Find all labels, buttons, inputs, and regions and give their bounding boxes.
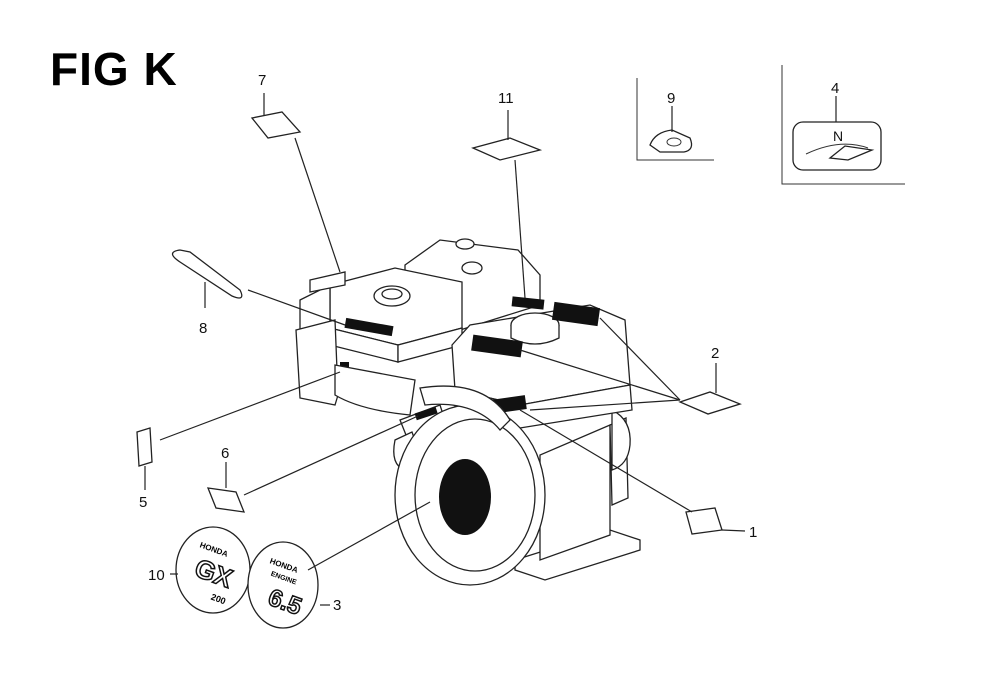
callout-3: 3	[333, 597, 341, 614]
callout-4: 4	[831, 80, 839, 97]
decal-9	[649, 129, 693, 153]
callout-8: 8	[199, 320, 207, 337]
callout-7: 7	[258, 72, 266, 89]
callout-9: 9	[667, 90, 675, 107]
switch-mark-text: N	[833, 128, 843, 144]
figure-title: FIG K	[50, 43, 178, 95]
decal-patch-2b	[551, 301, 601, 327]
decal-8	[171, 249, 243, 299]
callout-2: 2	[711, 345, 719, 362]
emblem-10-size: 200	[210, 592, 228, 607]
decal-patch-8	[344, 317, 394, 337]
callout-10: 10	[148, 567, 165, 584]
emblem-10: HONDA GX 200	[175, 526, 251, 614]
callout-11: 11	[498, 90, 514, 107]
decal-7	[250, 111, 302, 139]
emblem-3: HONDA ENGINE 6.5	[247, 541, 319, 629]
callout-1: 1	[749, 524, 757, 541]
decal-2	[678, 391, 742, 415]
decal-6	[206, 487, 246, 513]
switch-plate-4: N	[792, 121, 882, 171]
inset-frame-4	[781, 65, 905, 185]
callout-5: 5	[139, 494, 147, 511]
callout-6: 6	[221, 445, 229, 462]
decal-patch-11	[511, 296, 545, 310]
decal-11	[471, 137, 543, 161]
decal-5	[136, 427, 153, 467]
decal-patch-6	[414, 406, 438, 421]
engine-assembly	[295, 238, 641, 586]
inset-frame-9	[636, 78, 714, 161]
decal-patch-2a	[471, 334, 523, 358]
starter-hub	[439, 459, 491, 535]
leader-lines	[144, 93, 837, 606]
